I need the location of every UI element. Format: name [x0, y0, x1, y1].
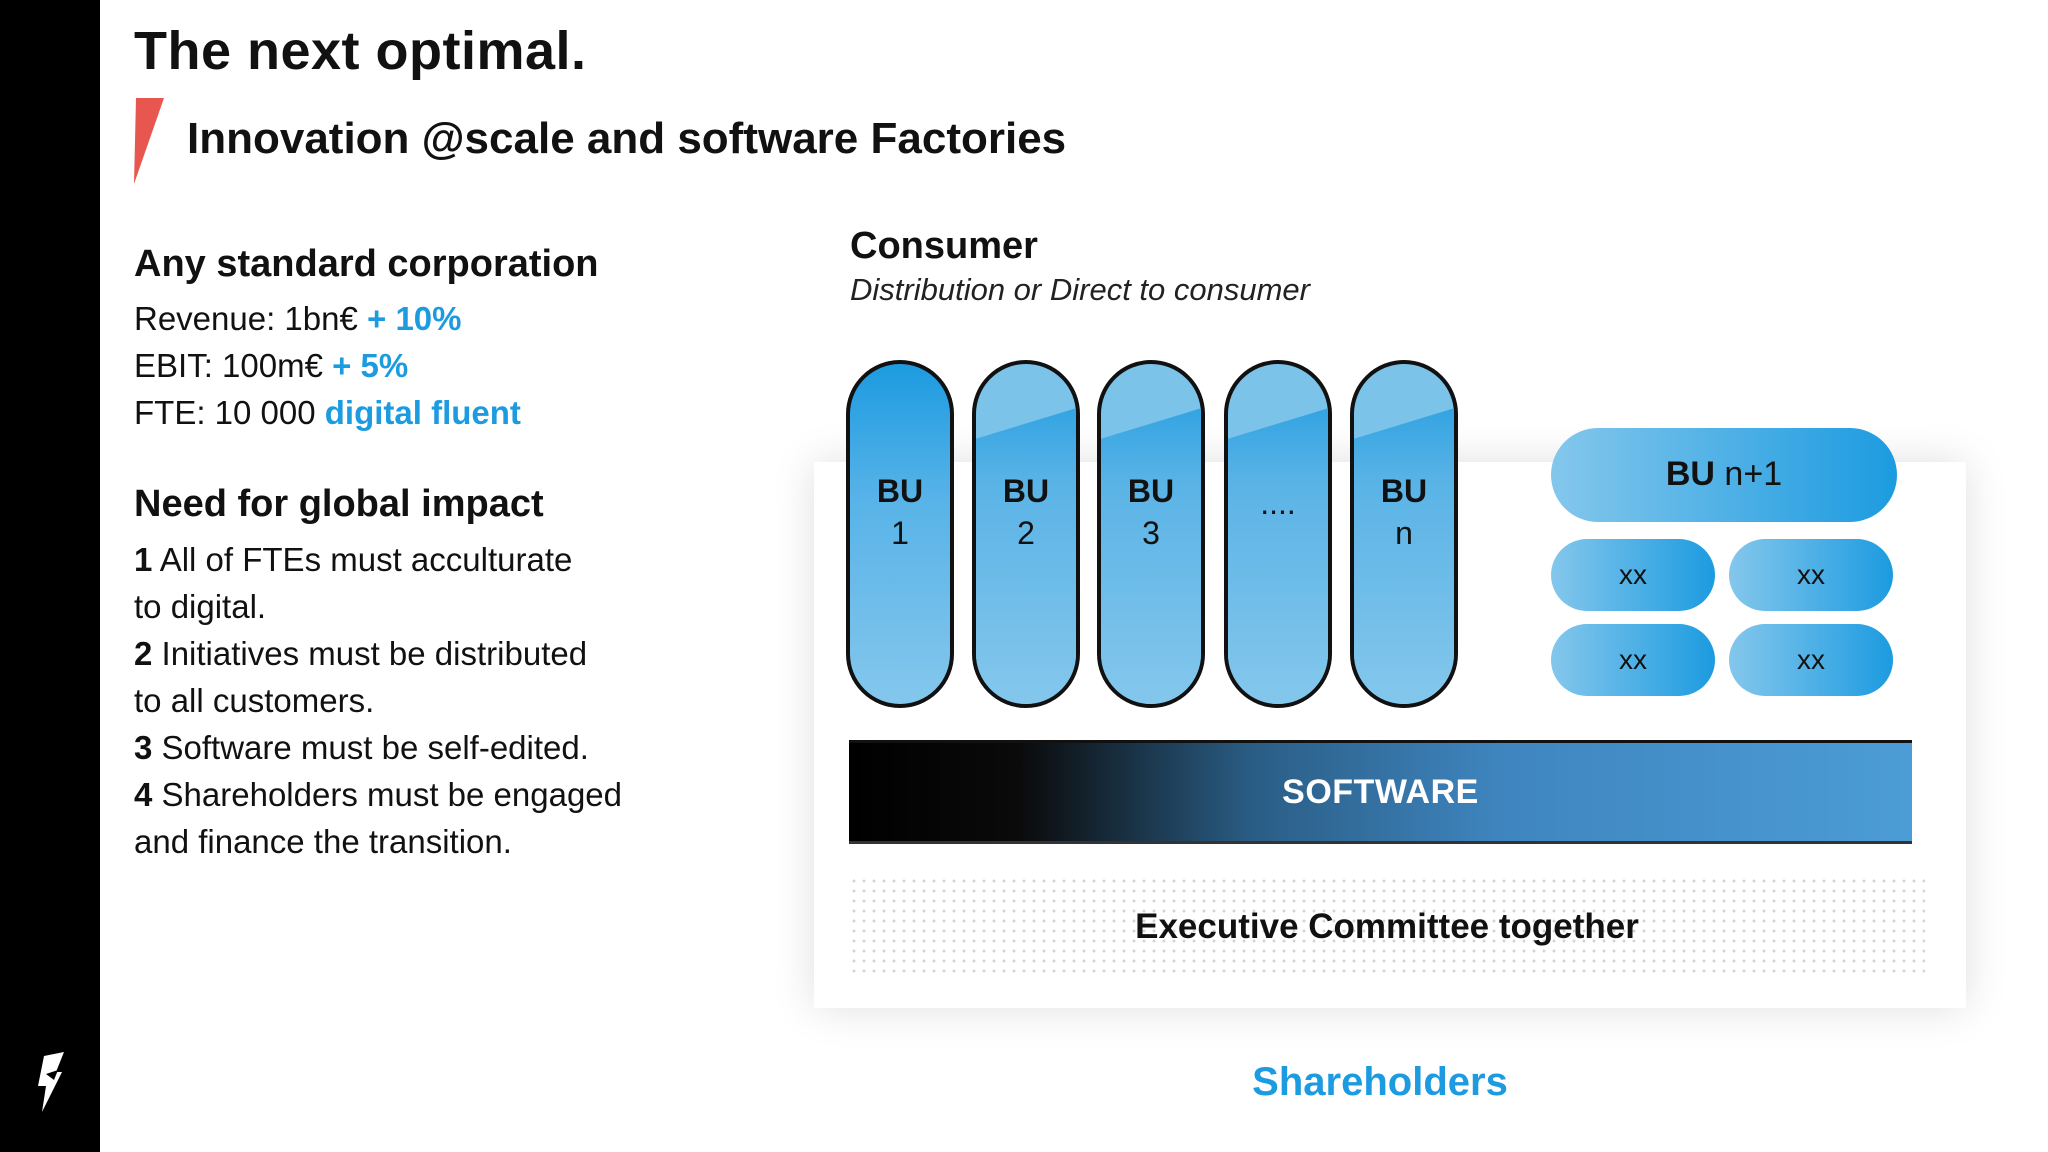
sub-unit: xx [1551, 539, 1715, 611]
slide-title: The next optimal. [134, 21, 587, 81]
software-bar: SOFTWARE [849, 740, 1912, 844]
impact-heading: Need for global impact [134, 483, 544, 526]
shareholders-label: Shareholders [1252, 1060, 1508, 1104]
brand-logo-icon [38, 1052, 64, 1112]
fte-line: FTE: 10 000 digital fluent [134, 389, 774, 436]
need-number: 2 [134, 634, 153, 672]
sidebar [0, 0, 100, 1152]
need-text-cont: to all customers. [134, 681, 375, 719]
consumer-subtitle: Distribution or Direct to consumer [850, 272, 1310, 307]
need-item: 4 Shareholders must be engaged and finan… [134, 771, 774, 865]
revenue-label: Revenue: 1bn€ [134, 300, 368, 338]
sub-unit: xx [1551, 624, 1715, 696]
fte-label: FTE: 10 000 [134, 394, 325, 432]
business-unit-pill: BU 2 [972, 360, 1080, 708]
slide-subtitle: Innovation @scale and software Factories [187, 114, 1067, 163]
business-unit-label: BU [1127, 473, 1175, 509]
fte-highlight: digital fluent [324, 394, 521, 432]
business-unit-pill: .... [1224, 360, 1332, 708]
business-unit-label: BU [1380, 473, 1428, 509]
business-unit-index: 3 [1142, 515, 1160, 551]
new-business-unit-index: n+1 [1714, 455, 1783, 493]
need-text-cont: to digital. [134, 587, 267, 625]
need-item: 3 Software must be self-edited. [134, 724, 774, 771]
business-unit-index: 1 [891, 515, 909, 551]
business-unit-pill: BU 1 [846, 360, 954, 708]
consumer-title: Consumer [850, 225, 1038, 267]
accent-wedge-icon [134, 98, 164, 184]
need-text: Software must be self-edited. [152, 728, 589, 766]
business-unit-pill: BU 3 [1097, 360, 1205, 708]
ebit-label: EBIT: 100m€ [134, 347, 333, 385]
need-number: 3 [134, 728, 153, 766]
need-text-cont: and finance the transition. [134, 822, 512, 860]
need-text: Shareholders must be engaged [152, 775, 623, 813]
revenue-line: Revenue: 1bn€ + 10% [134, 295, 774, 342]
sub-unit: xx [1729, 624, 1893, 696]
business-unit-label: BU [1002, 473, 1050, 509]
business-unit-index: n [1395, 515, 1413, 551]
left-column: Any standard corporation Revenue: 1bn€ +… [134, 240, 774, 865]
executive-committee: Executive Committee together [849, 876, 1925, 978]
business-unit-pill: BU n [1350, 360, 1458, 708]
corp-heading: Any standard corporation [134, 243, 599, 285]
business-unit-label: BU [876, 473, 924, 509]
need-item: 2 Initiatives must be distributed to all… [134, 630, 774, 724]
revenue-delta: + 10% [367, 300, 462, 338]
new-business-unit-label: BU [1665, 455, 1715, 493]
need-text: Initiatives must be distributed [152, 634, 588, 672]
need-text: All of FTEs must acculturate [152, 540, 573, 578]
need-item: 1 All of FTEs must acculturate to digita… [134, 536, 774, 630]
sub-unit: xx [1729, 539, 1893, 611]
need-number: 4 [134, 775, 153, 813]
business-unit-index: 2 [1017, 515, 1035, 551]
need-number: 1 [134, 540, 153, 578]
ebit-line: EBIT: 100m€ + 5% [134, 342, 774, 389]
business-unit-index: .... [1260, 485, 1296, 521]
ebit-delta: + 5% [332, 347, 409, 385]
new-business-unit: BU n+1 [1551, 428, 1897, 522]
